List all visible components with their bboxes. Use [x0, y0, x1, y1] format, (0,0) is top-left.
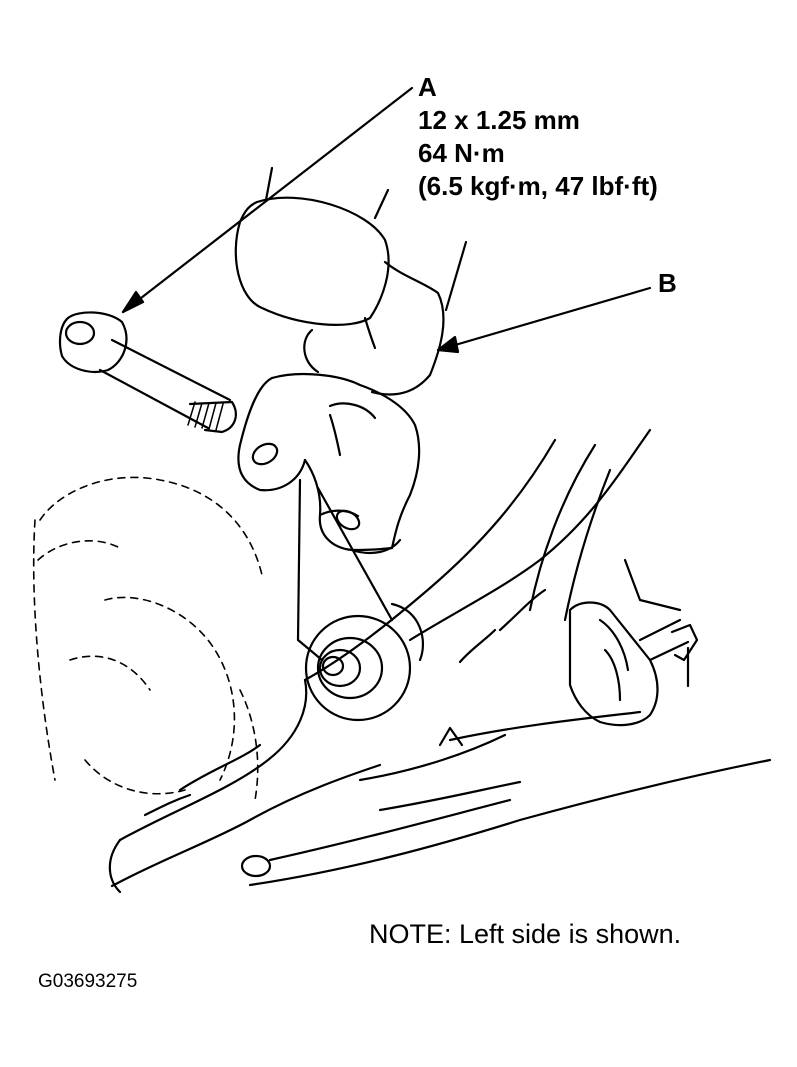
note-text: NOTE: Left side is shown.: [369, 919, 682, 949]
fork-bracket: [237, 372, 421, 662]
torque-spec-nm: 64 N·m: [418, 138, 505, 168]
figure-id: G03693275: [38, 971, 138, 992]
stabilizer-link-bushing: [234, 166, 468, 396]
lower-control-arm: [108, 428, 772, 894]
arm-bushing-bolt: [304, 614, 412, 722]
ball-joint: [568, 558, 699, 727]
torque-spec-alt: (6.5 kgf·m, 47 lbf·ft): [418, 171, 658, 201]
thread-spec: 12 x 1.25 mm: [418, 105, 580, 135]
flange-bolt: [58, 311, 237, 434]
callout-b-label: B: [658, 268, 677, 298]
callout-a-label: A: [418, 72, 437, 102]
bolt-spec: 12 x 1.25 mm 64 N·m (6.5 kgf·m, 47 lbf·f…: [418, 104, 658, 203]
knuckle-dashed-outline: [32, 476, 263, 801]
callout-b-leader: [436, 286, 652, 354]
